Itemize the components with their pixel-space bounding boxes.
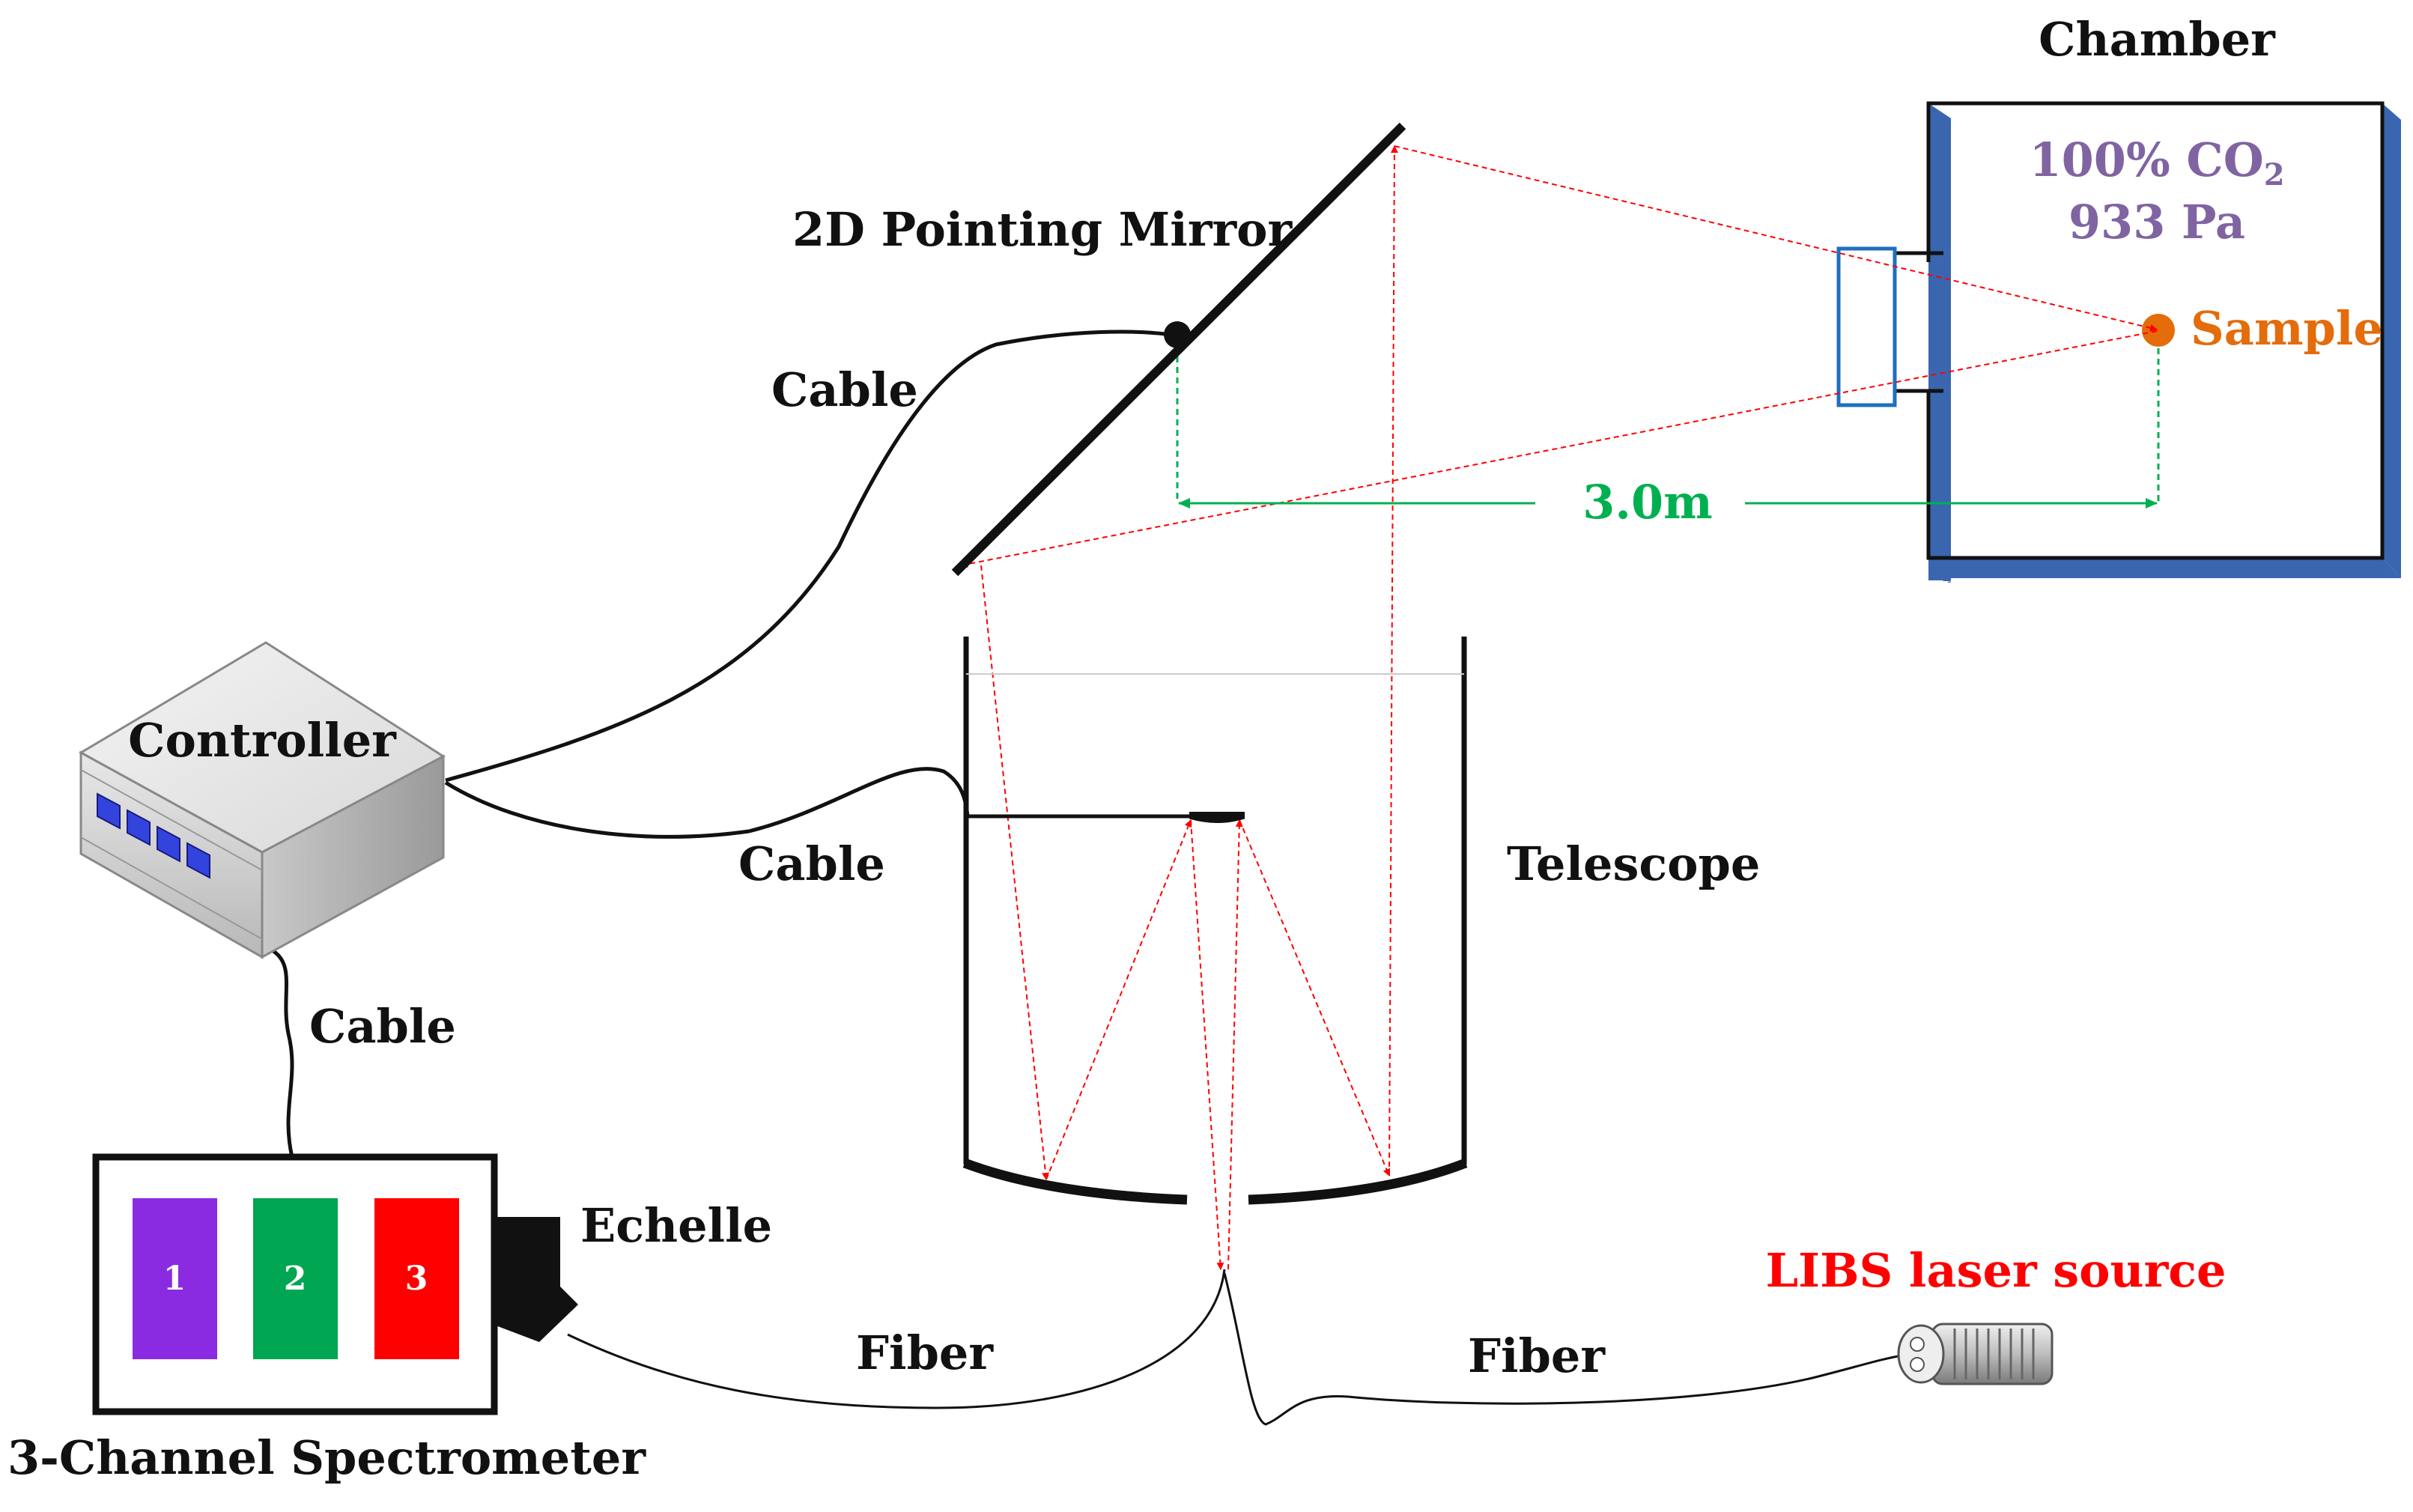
fibers xyxy=(567,1269,1903,1426)
chamber xyxy=(1836,101,2401,583)
channel-1-block xyxy=(133,1198,217,1359)
controller-screen-4 xyxy=(186,842,210,879)
cable-to-telescope xyxy=(444,766,970,839)
gas-composition-label: 100% CO2 xyxy=(2029,133,2284,192)
cable-mirror-label: Cable xyxy=(771,362,918,417)
cable-telescope-label: Cable xyxy=(738,837,885,891)
laser-aperture xyxy=(1897,1324,1945,1384)
cables xyxy=(272,330,1177,1158)
sample-dot xyxy=(2142,314,2175,347)
channel-3-label: 3 xyxy=(405,1260,428,1298)
chamber-label: Chamber xyxy=(2039,12,2276,67)
cable-to-mirror xyxy=(445,330,1177,783)
controller-screen-1 xyxy=(97,792,121,830)
telescope xyxy=(962,637,1468,1205)
cable-spectrometer-label: Cable xyxy=(309,999,456,1054)
channel-1-label: 1 xyxy=(163,1260,186,1298)
channel-2-label: 2 xyxy=(284,1260,307,1298)
fiber-to-laser xyxy=(1223,1272,1903,1426)
controller-screen-2 xyxy=(127,809,151,846)
telescope-label: Telescope xyxy=(1507,837,1760,891)
echelle-connector xyxy=(496,1217,578,1342)
laser-label: LIBS laser source xyxy=(1766,1243,2227,1298)
gas-main: 100% CO xyxy=(2029,133,2263,187)
beam-paths xyxy=(960,145,2158,1270)
sample-label: Sample xyxy=(2191,301,2383,356)
pointing-mirror xyxy=(951,122,1406,577)
controller-right xyxy=(261,754,445,959)
mirror-label: 2D Pointing Mirror xyxy=(792,202,1293,257)
chamber-right-shadow xyxy=(2382,103,2401,578)
distance-label: 3.0m xyxy=(1582,475,1712,529)
spectrometer: 1 2 3 xyxy=(92,1153,578,1415)
secondary-mirror xyxy=(1189,812,1245,823)
spectrometer-label: 3-Channel Spectrometer xyxy=(7,1430,646,1485)
mirror-pivot xyxy=(1164,321,1191,348)
primary-mirror-right xyxy=(1248,1158,1468,1205)
primary-mirror-left xyxy=(962,1158,1188,1205)
echelle-label: Echelle xyxy=(580,1198,772,1253)
controller-screen-3 xyxy=(157,825,180,863)
chamber-shadow xyxy=(1928,103,1951,580)
pressure-label: 933 Pa xyxy=(2068,195,2245,249)
fiber-to-echelle xyxy=(567,1269,1226,1409)
channel-2-block xyxy=(253,1198,338,1359)
gas-subscript: 2 xyxy=(2264,157,2285,192)
distance-marker xyxy=(1176,346,2160,508)
controller-label: Controller xyxy=(128,713,397,768)
channel-3-block xyxy=(374,1198,459,1359)
libs-laser-source xyxy=(1897,1323,2054,1385)
fiber-right-label: Fiber xyxy=(1468,1329,1606,1383)
chamber-window xyxy=(1836,246,1897,407)
fiber-left-label: Fiber xyxy=(856,1326,994,1380)
cable-to-spectrometer xyxy=(272,949,294,1158)
controller xyxy=(78,641,446,959)
chamber-bottom-shadow xyxy=(1928,558,2401,578)
